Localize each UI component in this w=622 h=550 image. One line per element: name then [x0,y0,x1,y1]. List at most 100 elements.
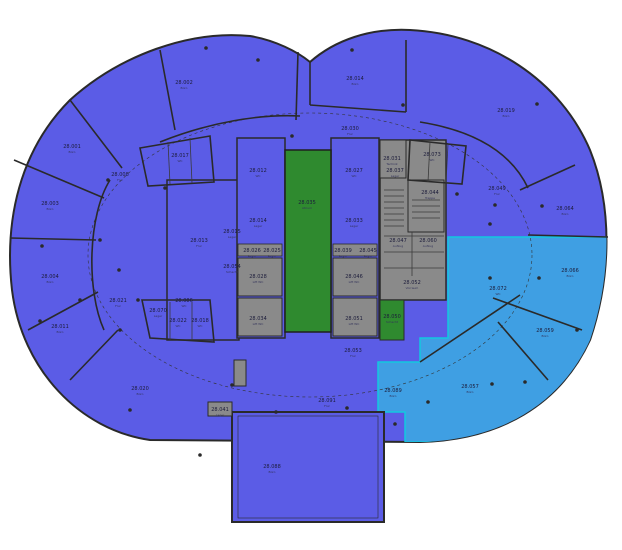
column-marker [575,328,579,332]
wc-cluster-right [407,139,467,185]
inner-wall-top [159,114,301,143]
room-use: Atrium [302,206,312,210]
room-number: 28.033 [345,218,363,224]
room-use: Lager [364,254,373,258]
room-use: Aufzug [423,244,433,248]
column-marker [488,222,492,226]
room-use: Büro [47,207,54,211]
wc-cluster-bottom [141,299,215,343]
room-use: Büro [57,330,64,334]
room-number: 28.044 [421,190,439,196]
room-number: 28.028 [249,274,267,280]
room-use: Lager [154,314,163,318]
column-marker [230,383,234,387]
column-marker [493,203,497,207]
room-number: 28.021 [109,298,127,304]
column-marker [98,238,102,242]
room-use: Lager [228,235,237,239]
room-use: WC [255,174,260,178]
column-marker [535,102,539,106]
entrance-annex [207,359,385,523]
room-use: Büro [390,394,397,398]
room-use: Büro [47,280,54,284]
room-use: Flur [324,404,330,408]
column-marker [198,453,202,457]
room-use: WC [197,324,202,328]
atrium [284,149,332,333]
room-use: WC [181,304,186,308]
room-use: Lager [216,413,225,417]
column-marker [455,192,459,196]
column-marker [540,204,544,208]
room-number: 28.053 [344,348,362,354]
room-use: Büro [562,212,569,216]
room-use: Flur [347,132,353,136]
room-number: 28.019 [497,108,515,114]
room-use: Flur [115,304,121,308]
room-use: Lift WC [253,322,264,326]
room-number: 28.002 [175,80,193,86]
room-use: Lift WC [349,322,360,326]
room-number: 28.047 [389,238,407,244]
core [166,137,447,341]
room-use: Flur [350,354,356,358]
room-use: Lager [248,254,257,258]
room-use: Büro [181,86,188,90]
room-number: 28.045 [359,248,377,254]
room-number: 28.046 [345,274,363,280]
column-marker [345,406,349,410]
